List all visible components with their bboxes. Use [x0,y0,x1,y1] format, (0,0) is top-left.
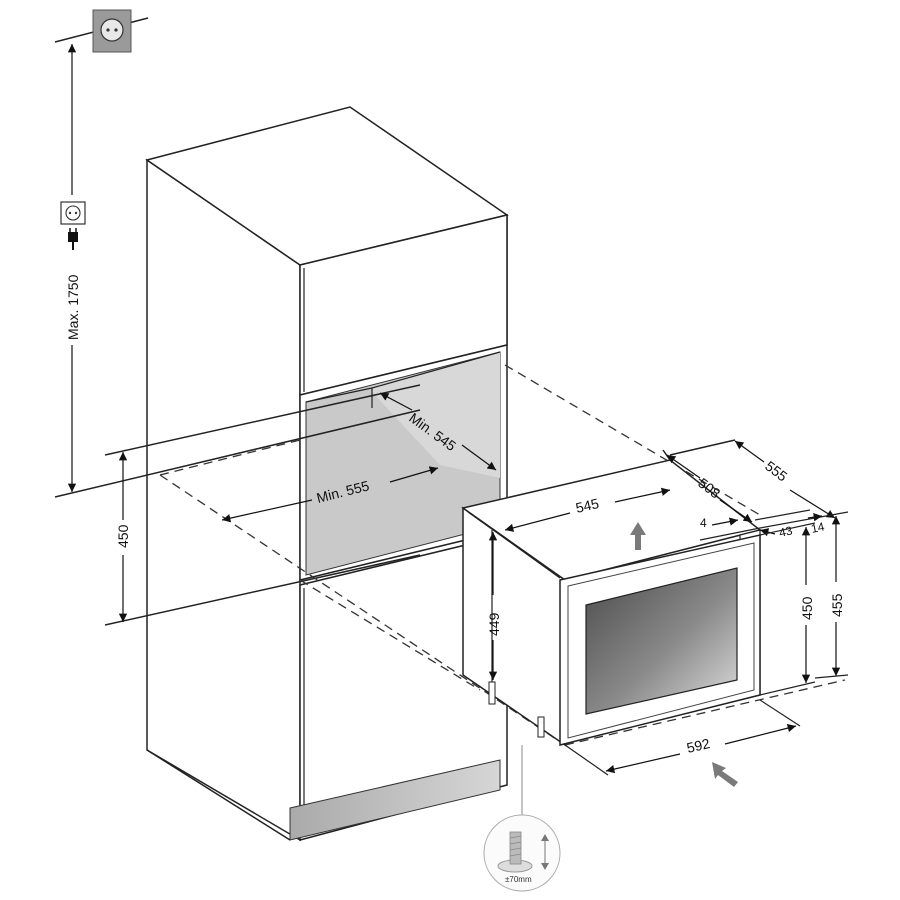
adjustable-foot-icon: ±70mm [483,745,561,892]
airflow-in-arrow-icon [712,762,738,787]
door-gap-label: 4 [700,516,707,530]
niche-height-dimension: 450 [115,452,131,622]
door-glass [585,567,738,715]
body-height-label: 449 [486,612,502,636]
max-height-label: Max. 1750 [65,274,81,340]
door-height-dimension: 450 [759,522,816,696]
total-depth-label: 555 [762,458,790,485]
socket-icon [60,201,86,225]
total-height-dimension: 455 [814,516,849,679]
tall-cabinet [145,106,509,842]
door-width-dimension: 592 [564,699,801,776]
niche-height-label: 450 [115,524,131,548]
max-height-dimension: Max. 1750 [60,44,86,492]
panel-offset-label: 14 [810,519,826,536]
door-width-label: 592 [685,735,712,756]
body-width-label: 545 [574,495,601,516]
door-height-label: 450 [799,596,815,620]
door-thickness-label: 43 [778,523,794,540]
plug-icon [68,228,78,250]
wall-socket-icon [54,9,149,53]
cabinet-plinth [289,759,501,841]
airflow-up-arrow-icon [630,522,646,550]
wine-cooler [461,459,762,747]
extension-lines [54,384,421,626]
small-offset-dimensions: 4 43 14 [700,509,849,540]
total-height-label: 455 [829,593,845,617]
body-width-dimension: 545 [504,487,671,532]
foot-adjust-label: ±70mm [505,875,532,884]
body-height-dimension: 449 [486,532,502,680]
